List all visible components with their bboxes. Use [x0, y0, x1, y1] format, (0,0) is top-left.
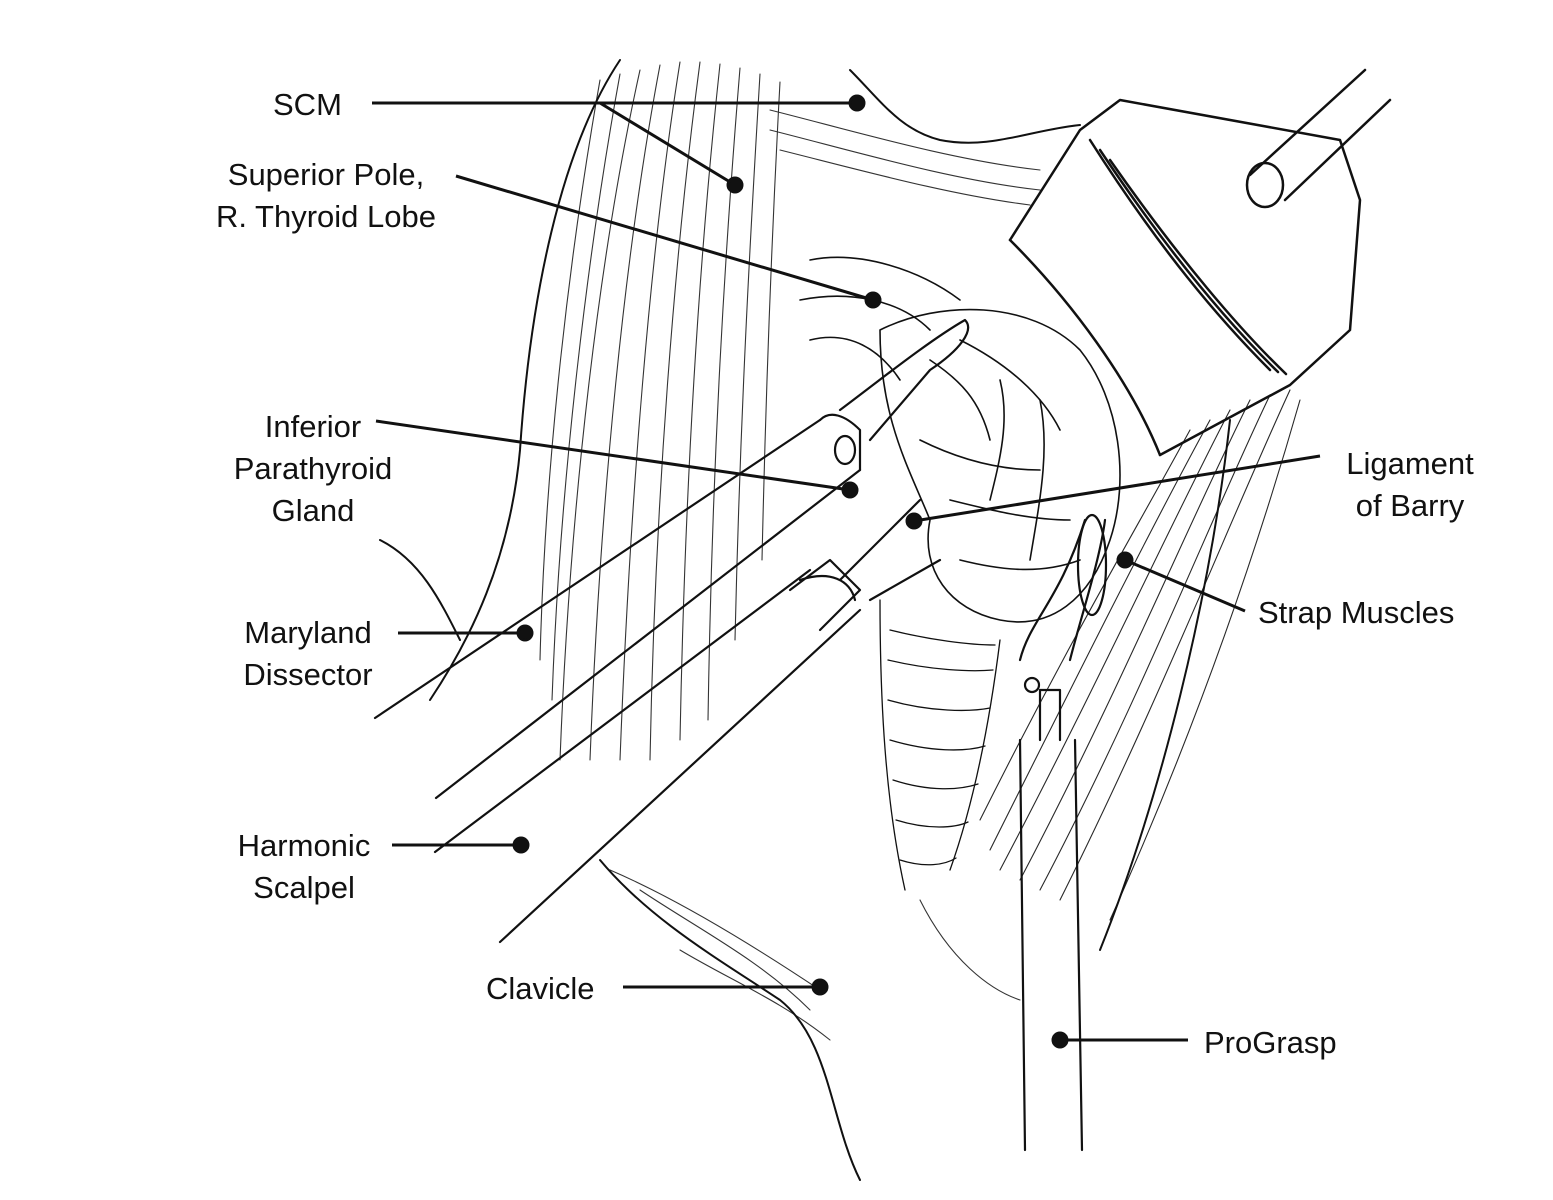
superior-pole-dot [864, 291, 882, 309]
thyroid-lobe [799, 256, 1121, 623]
superior-pole-leader-line [455, 174, 874, 302]
clavicle-dot [811, 978, 829, 996]
clavicle-region [609, 869, 1021, 1041]
label-prograsp-line-1: ProGrasp [1204, 1025, 1337, 1060]
prograsp-instrument [1018, 513, 1108, 1152]
label-scm: SCM [273, 84, 342, 126]
retractor [1008, 68, 1392, 457]
label-superior-pole: Superior Pole, R. Thyroid Lobe [198, 154, 454, 238]
scm-leader-branch [599, 101, 736, 187]
harmonic-scalpel-instrument [433, 498, 942, 944]
strap-leader-line [1124, 558, 1246, 613]
parathyroid-leader-line [375, 419, 851, 492]
label-superior-pole-line-2: R. Thyroid Lobe [216, 199, 436, 234]
label-ligament-of-barry: Ligament of Barry [1330, 443, 1490, 527]
label-ligament-line-1: Ligament [1346, 446, 1474, 481]
label-strap-line-1: Strap Muscles [1258, 595, 1455, 630]
ligament-dot [905, 512, 923, 530]
label-ligament-line-2: of Barry [1355, 488, 1465, 523]
prograsp-dot [1051, 1031, 1069, 1049]
label-harmonic-line-1: Harmonic [237, 828, 371, 863]
label-harmonic-line-2: Scalpel [253, 870, 355, 905]
label-inferior-parathyroid-line-2: Parathyroid [233, 451, 393, 486]
scm-dot [848, 94, 866, 112]
label-scm-line-1: SCM [273, 87, 342, 122]
label-inferior-parathyroid-line-1: Inferior [264, 409, 362, 444]
neck-outline [379, 59, 1231, 1181]
harmonic-dot [512, 836, 530, 854]
label-inferior-parathyroid-line-3: Gland [271, 493, 355, 528]
strap-dot [1116, 551, 1134, 569]
label-clavicle-line-1: Clavicle [486, 971, 595, 1006]
label-maryland-line-2: Dissector [243, 657, 373, 692]
leader-lines [372, 94, 1321, 1049]
parathyroid-dot [841, 481, 859, 499]
ligament-leader-line [913, 454, 1321, 523]
scm-dot-2 [726, 176, 744, 194]
label-maryland-dissector: Maryland Dissector [228, 612, 388, 696]
label-strap-muscles: Strap Muscles [1258, 592, 1454, 634]
strap-muscles [979, 389, 1301, 921]
scm-muscle [539, 61, 1041, 761]
trachea [879, 599, 1001, 891]
maryland-dot [516, 624, 534, 642]
label-superior-pole-line-1: Superior Pole, [227, 157, 425, 192]
label-inferior-parathyroid: Inferior Parathyroid Gland [218, 406, 408, 532]
maryland-dissector-instrument [373, 318, 970, 800]
label-harmonic-scalpel: Harmonic Scalpel [222, 825, 386, 909]
label-maryland-line-1: Maryland [244, 615, 372, 650]
label-prograsp: ProGrasp [1204, 1022, 1337, 1064]
label-clavicle: Clavicle [486, 968, 595, 1010]
